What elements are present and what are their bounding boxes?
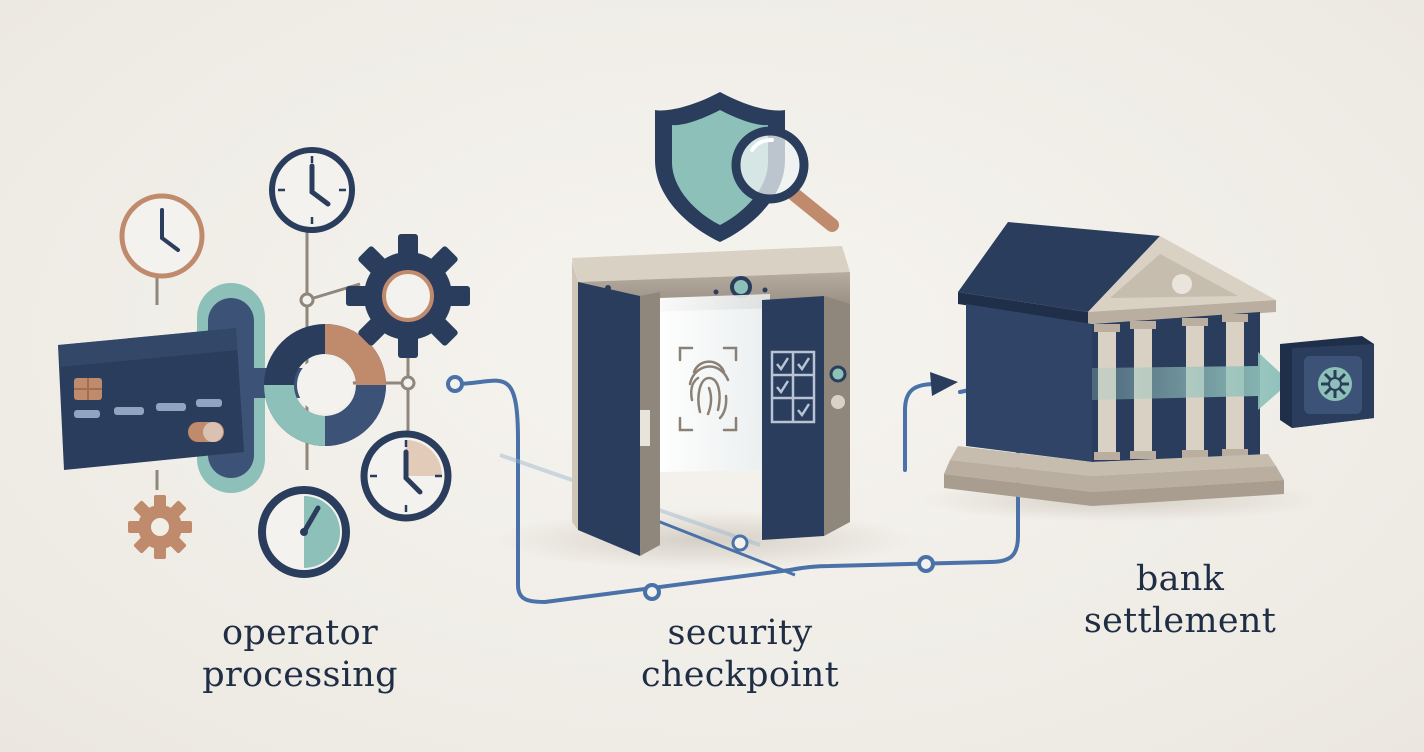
bank-icon — [944, 222, 1284, 506]
settlement-arrow — [1092, 352, 1290, 410]
arrow-icon — [903, 372, 958, 472]
flow-connector-branch — [654, 518, 796, 577]
safe-icon — [1280, 336, 1374, 428]
stage-label-security-line2: checkpoint — [641, 655, 839, 695]
gear-icon-small — [128, 495, 192, 559]
flow-nodes — [446, 375, 935, 601]
stage-label-security: security checkpoint — [590, 612, 890, 696]
clock-icon-right — [360, 430, 452, 522]
donut-icon — [264, 324, 386, 446]
clock-icon-bottom — [258, 486, 350, 578]
gear-icon — [346, 234, 470, 358]
security-gate — [572, 92, 850, 556]
stage-label-operator-line1: operator — [221, 613, 379, 653]
stage-label-operator: operator processing — [160, 612, 440, 696]
stage-label-bank-line2: settlement — [1083, 601, 1277, 641]
stage-label-security-line1: security — [667, 613, 813, 653]
stage-label-bank: bank settlement — [1030, 558, 1330, 642]
operator-cluster — [58, 147, 470, 578]
fingerprint-icon — [678, 346, 738, 432]
stage-label-operator-line2: processing — [202, 655, 398, 695]
checklist-icon — [770, 350, 816, 424]
magnifier-icon — [731, 126, 839, 232]
stage-label-bank-line1: bank — [1135, 559, 1225, 599]
clock-icon — [119, 193, 205, 279]
credit-card-icon — [58, 328, 244, 470]
clock-icon-top — [269, 147, 355, 233]
